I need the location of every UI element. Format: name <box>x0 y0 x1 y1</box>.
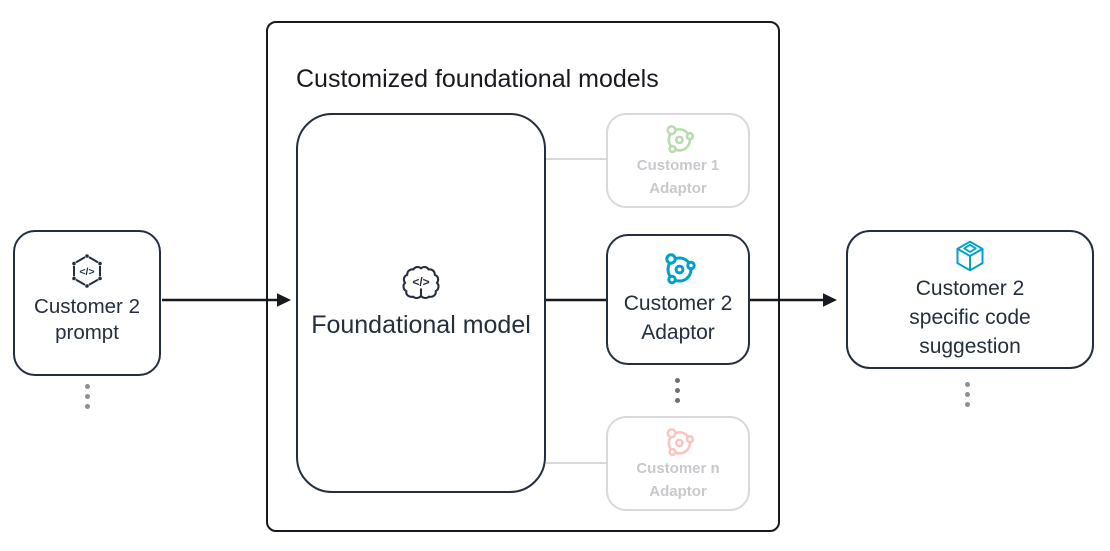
foundational-model-label: Foundational model <box>311 311 531 339</box>
adaptor-1-label-line2: Adaptor <box>649 179 707 197</box>
prompt-label-line1: Customer 2 <box>34 295 140 318</box>
ellipsis-below-prompt <box>85 384 90 409</box>
output-label-line1: Customer 2 <box>915 277 1025 300</box>
output-node: Customer 2 specific code suggestion <box>846 230 1094 369</box>
adaptor-molecule-icon-cyan <box>665 253 696 285</box>
container-title: Customized foundational models <box>296 65 659 93</box>
prompt-label: Customer 2 prompt <box>34 294 140 346</box>
adaptor-molecule-icon-pink <box>666 428 695 457</box>
output-label: Customer 2 specific code suggestion <box>909 275 1030 362</box>
svg-text:</>: </> <box>412 275 429 289</box>
prompt-node: </> Customer 2 prompt <box>13 230 161 376</box>
arrowhead-adaptor2-to-output <box>823 293 837 307</box>
adaptor-n-label-line1: Customer n <box>636 460 720 477</box>
output-label-line2: specific code <box>909 305 1031 329</box>
svg-text:</>: </> <box>79 266 94 278</box>
adaptor-2-label: Customer 2 Adaptor <box>624 289 733 348</box>
brain-code-icon: </> <box>402 265 440 300</box>
prompt-label-line2: prompt <box>55 321 119 345</box>
adaptor-2-label-line2: Adaptor <box>641 321 715 345</box>
output-label-line3: suggestion <box>919 334 1021 358</box>
ellipsis-below-output <box>965 382 970 407</box>
foundational-model-node: </> Foundational model <box>296 113 546 493</box>
adaptor-1-node: Customer 1 Adaptor <box>606 113 750 208</box>
code-hexagon-icon: </> <box>72 254 102 288</box>
arrowhead-prompt-to-model <box>277 293 291 307</box>
adaptor-1-label: Customer 1 Adaptor <box>637 155 720 200</box>
adaptor-molecule-icon-green <box>666 125 695 154</box>
adaptor-2-node: Customer 2 Adaptor <box>606 234 750 365</box>
ellipsis-between-adaptors <box>675 378 680 403</box>
adaptor-n-label: Customer n Adaptor <box>636 458 719 503</box>
adaptor-n-node: Customer n Adaptor <box>606 416 750 511</box>
adaptor-n-label-line2: Adaptor <box>649 482 707 500</box>
adaptor-1-label-line1: Customer 1 <box>636 157 720 174</box>
adaptor-2-label-line1: Customer 2 <box>623 292 733 315</box>
cube-3d-icon <box>956 240 984 272</box>
